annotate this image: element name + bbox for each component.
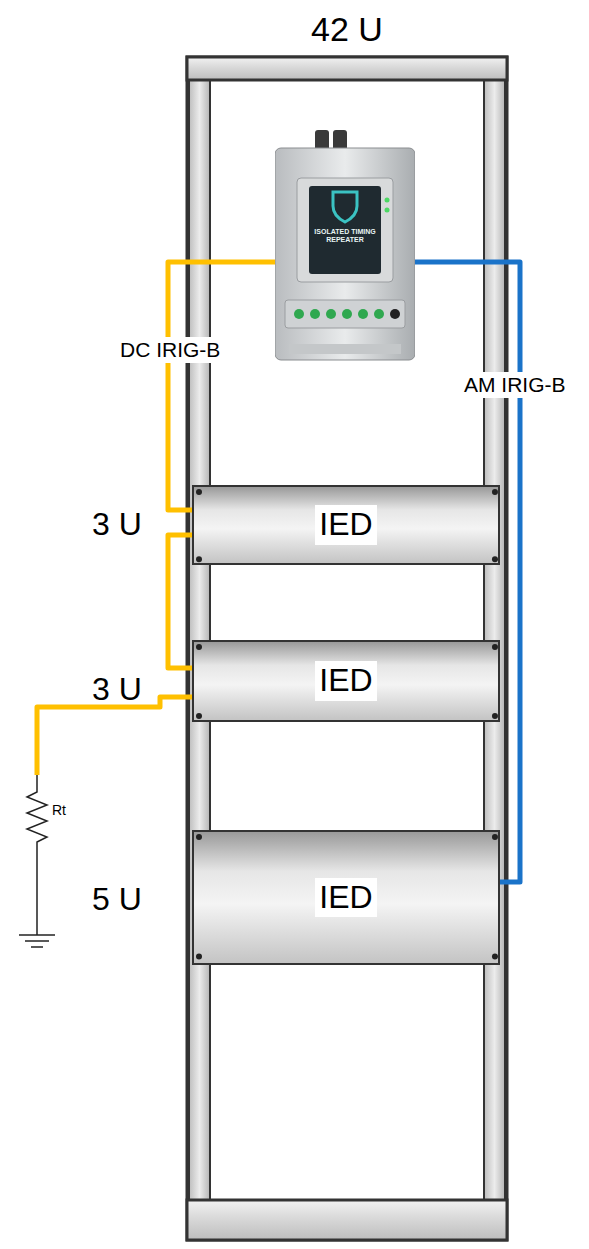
device-text: ISOLATED TIMING REPEATER	[314, 228, 376, 244]
repeater-device	[275, 130, 415, 380]
unit-height: 3 U	[92, 507, 142, 542]
ied-box: IED	[192, 485, 500, 565]
ied-box: IED	[192, 830, 500, 965]
ied-box: IED	[192, 640, 500, 722]
rack-size: 42 U	[311, 11, 383, 48]
unit-height: 3 U	[92, 672, 142, 707]
signal-label: DC IRIG-B	[118, 337, 222, 363]
signal-wire	[415, 262, 520, 882]
signal-label: AM IRIG-B	[462, 372, 568, 398]
ied-label: IED	[315, 878, 376, 917]
timing-repeater: ISOLATED TIMING REPEATER	[275, 130, 415, 380]
unit-height: 5 U	[92, 882, 142, 917]
resistor-label: Rt	[52, 803, 66, 818]
signal-wire	[168, 535, 192, 668]
signal-wire	[168, 262, 275, 510]
ied-label: IED	[315, 661, 376, 700]
ied-label: IED	[315, 505, 376, 544]
